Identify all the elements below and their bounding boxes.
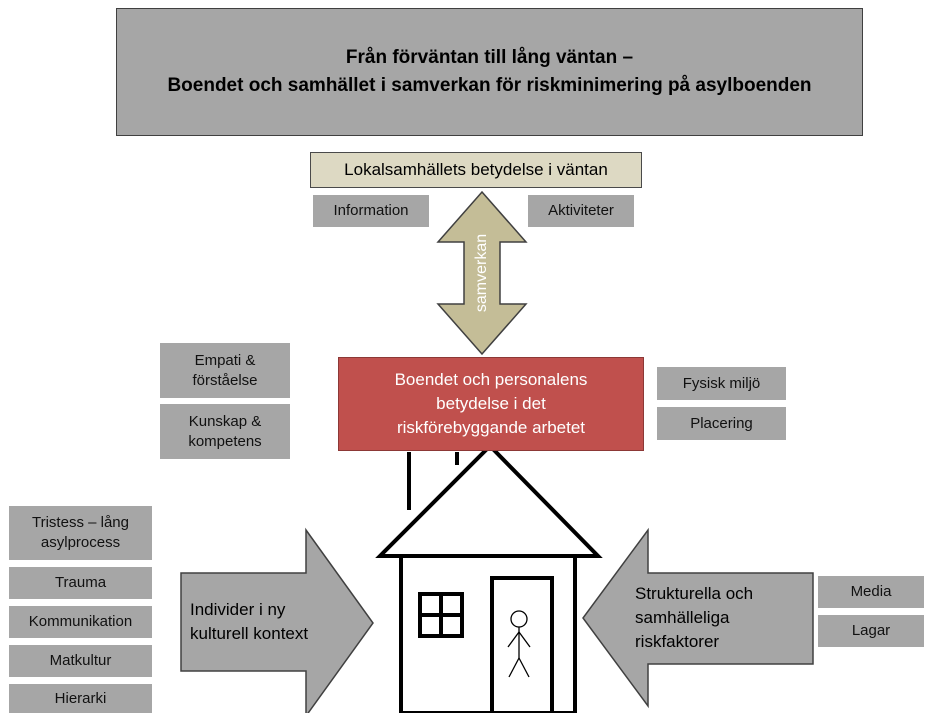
title-line-2: Boendet och samhället i samverkan för ri… [167, 75, 812, 96]
title-line-1: Från förväntan till lång väntan – [345, 47, 634, 68]
information-tag: Information [313, 195, 429, 227]
window-icon [418, 592, 464, 638]
individual-factor-tristess: Tristess – lång asylprocess [9, 506, 152, 560]
fysisk-miljo-tag: Fysisk miljö [657, 367, 786, 400]
boendet-box: Boendet och personalens betydelse i det … [338, 357, 644, 451]
individual-factor-matkultur: Matkultur [9, 645, 152, 677]
aktiviteter-tag: Aktiviteter [528, 195, 634, 227]
individer-label: Individer i ny kulturell kontext [190, 600, 309, 643]
samverkan-label: samverkan [473, 234, 490, 312]
individer-arrow [180, 527, 374, 713]
kunskap-tag: Kunskap & kompetens [160, 404, 290, 459]
house-icon [375, 443, 603, 713]
strukturella-arrow [582, 527, 814, 709]
strukturella-label: Strukturella och samhälleliga riskfaktor… [635, 584, 754, 651]
structural-factor-media: Media [818, 576, 924, 608]
empati-tag: Empati & förståelse [160, 343, 290, 398]
structural-factor-lagar: Lagar [818, 615, 924, 647]
placering-tag: Placering [657, 407, 786, 440]
stick-figure-icon [507, 610, 531, 678]
local-society-box: Lokalsamhällets betydelse i väntan [310, 152, 642, 188]
individual-factor-trauma: Trauma [9, 567, 152, 599]
samverkan-double-arrow [436, 190, 528, 356]
diagram-title: Från förväntan till lång väntan – Boende… [116, 8, 863, 136]
individual-factor-kommunikation: Kommunikation [9, 606, 152, 638]
individual-factor-hierarki: Hierarki [9, 684, 152, 713]
